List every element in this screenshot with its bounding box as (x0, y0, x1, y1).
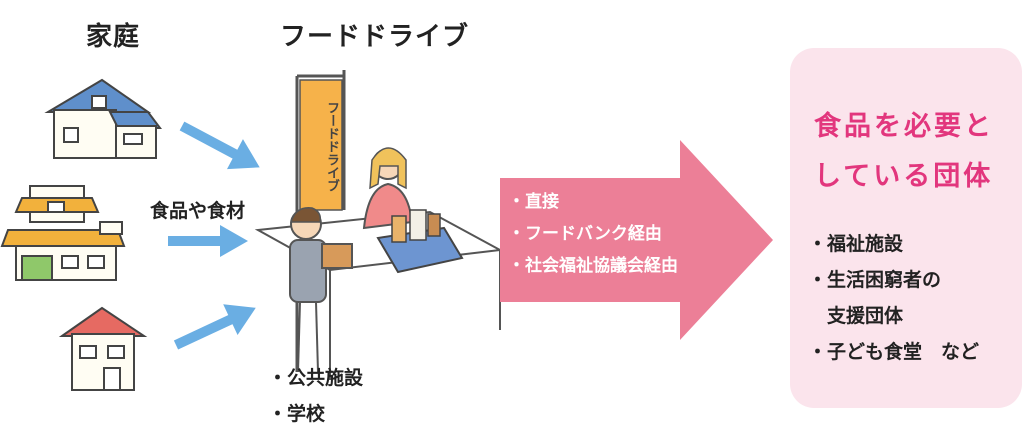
recipient-box: 食品を必要と している団体 ・福祉施設 ・生活困窮者の 支援団体 ・子ども食堂 … (790, 48, 1022, 408)
list-item: ・フードバンク経由 (508, 224, 662, 244)
recipient-title-line-2: している団体 (814, 161, 994, 192)
route-arrow-icon (500, 140, 773, 340)
house-blue-roof-icon (44, 78, 162, 159)
list-item: ・学校 (268, 403, 326, 425)
list-item: ・子ども食堂 など (808, 341, 980, 363)
list-item: ・社会福祉協議会経由 (508, 256, 678, 276)
route-list: ・直接 ・フードバンク経由 ・社会福祉協議会経由 (508, 186, 678, 282)
list-item: 支援団体 (808, 305, 904, 327)
house-red-roof-icon (58, 306, 148, 391)
flow-label: 食品や食材 (150, 200, 246, 222)
location-list: ・公共施設 ・学校 (268, 360, 363, 432)
house-orange-roof-icon (0, 185, 126, 281)
list-item: ・生活困窮者の (808, 269, 942, 291)
list-item: ・福祉施設 (808, 233, 904, 255)
list-item: ・直接 (508, 192, 559, 212)
flow-arrow-icon (168, 121, 260, 350)
food-drive-booth-illustration (254, 70, 504, 380)
food-drive-heading: フードドライブ (280, 22, 470, 52)
recipient-title-line-1: 食品を必要と (814, 111, 994, 142)
recipient-list: ・福祉施設 ・生活困窮者の 支援団体 ・子ども食堂 など (808, 226, 979, 370)
list-item: ・公共施設 (268, 367, 364, 389)
banner-text: フードドライブ (324, 100, 339, 192)
household-heading: 家庭 (86, 22, 141, 52)
